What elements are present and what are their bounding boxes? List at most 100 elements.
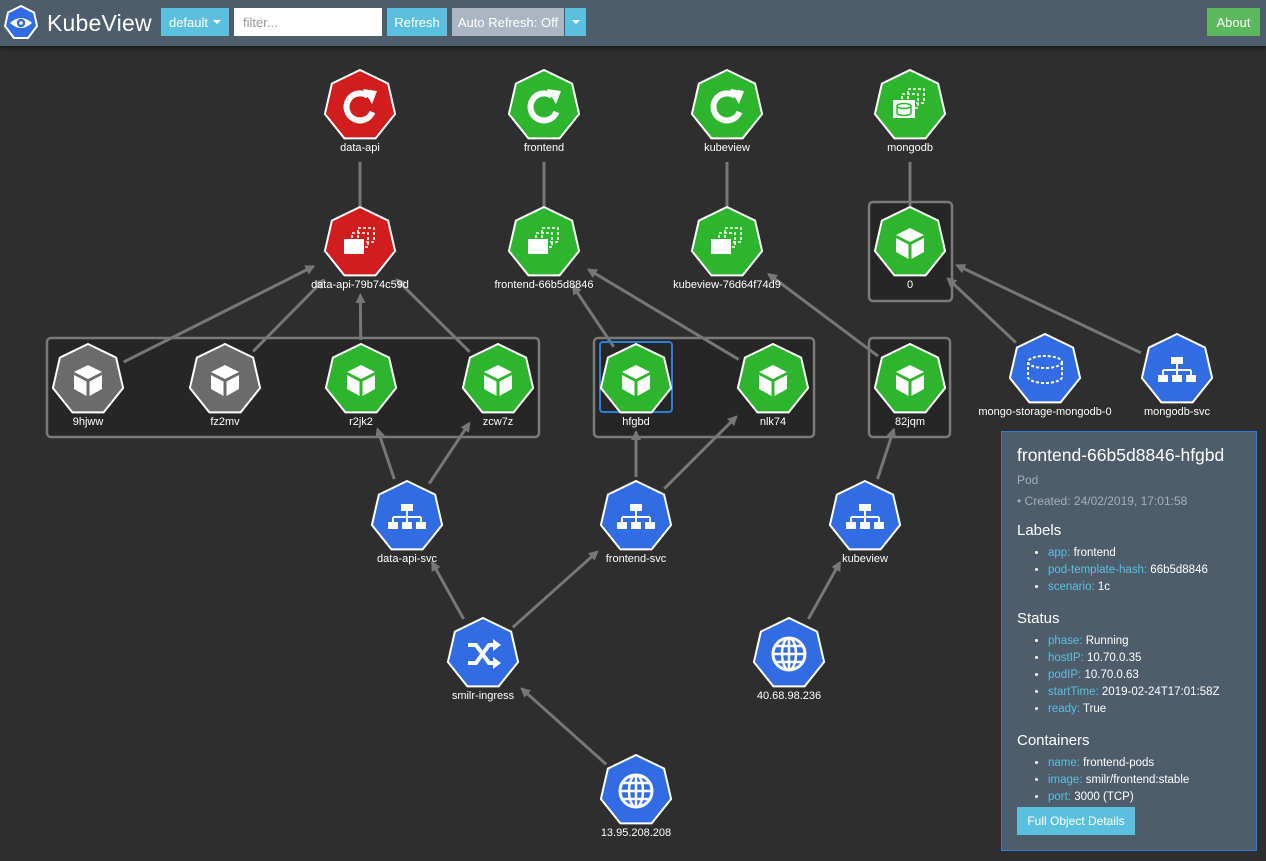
graph-node-replicaset[interactable]: kubeview-76d64f74d9	[673, 205, 781, 291]
graph-node-pod[interactable]: zcw7z	[461, 342, 535, 428]
node-label: data-api	[340, 142, 380, 154]
containers-list: name: frontend-pods image: smilr/fronten…	[1017, 755, 1241, 806]
node-label: mongodb	[887, 142, 933, 154]
statefulset-icon	[893, 88, 925, 118]
namespace-dropdown[interactable]: default	[161, 8, 229, 36]
list-item: phase: Running	[1048, 633, 1241, 650]
node-label: data-api-79b74c59d	[311, 279, 409, 291]
edge-svc-kubeview-ip-40	[807, 560, 842, 620]
node-label: kubeview	[704, 142, 750, 154]
cube-icon	[896, 228, 924, 259]
node-shape	[690, 68, 764, 140]
node-label: zcw7z	[483, 416, 514, 428]
edge-pod-mongo-0-svc-mongodb	[955, 263, 1142, 355]
resource-graph[interactable]: data-api frontend kubeview mongodb data-api-…	[0, 46, 1266, 861]
full-object-details-button[interactable]: Full Object Details	[1017, 807, 1135, 835]
cube-icon	[759, 365, 787, 396]
list-item: hostIP: 10.70.0.35	[1048, 650, 1241, 667]
cube-icon	[896, 365, 924, 396]
panel-created: • Created: 24/02/2019, 17:01:58	[1017, 494, 1188, 508]
shuffle-icon	[468, 639, 501, 669]
graph-node-ip[interactable]: 13.95.208.208	[599, 753, 673, 839]
replicaset-stack-icon	[711, 227, 742, 254]
edge-svc-frontend-ing-smilr	[511, 550, 599, 629]
graph-node-pod[interactable]: fz2mv	[188, 342, 262, 428]
node-label: r2jk2	[349, 416, 373, 428]
edge-pod-82jqm-svc-kubeview	[876, 427, 897, 480]
namespace-label: default	[168, 14, 209, 30]
graph-node-pod[interactable]: nlk74	[736, 342, 810, 428]
list-item: image: smilr/frontend:stable	[1048, 772, 1241, 789]
node-label: 82jqm	[895, 416, 925, 428]
network-tree-icon	[846, 504, 884, 529]
panel-type: Pod	[1017, 473, 1039, 487]
auto-refresh-dropdown-toggle[interactable]	[565, 8, 586, 36]
graph-node-deployment[interactable]: kubeview	[690, 68, 764, 154]
node-label: frontend-66b5d8846	[494, 279, 593, 291]
node-label: kubeview	[842, 553, 888, 565]
graph-node-deployment[interactable]: frontend	[507, 68, 581, 154]
node-label: mongodb-svc	[1144, 406, 1211, 418]
node-label: 13.95.208.208	[601, 827, 671, 839]
graph-node-deployment[interactable]: data-api	[323, 68, 397, 154]
refresh-button[interactable]: Refresh	[387, 8, 447, 36]
graph-node-service[interactable]: frontend-svc	[599, 479, 673, 565]
graph-node-ingress[interactable]: smilr-ingress	[446, 616, 520, 702]
node-label: frontend-svc	[606, 553, 667, 565]
details-panel: frontend-66b5d8846-hfgbd Pod • Created: …	[1001, 431, 1257, 851]
list-item: scenario: 1c	[1048, 579, 1241, 596]
node-label: hfgbd	[622, 416, 650, 428]
edge-svc-data-api-ing-smilr	[430, 560, 465, 620]
node-label: data-api-svc	[377, 553, 437, 565]
eye-logo-icon	[4, 5, 38, 39]
edge-rs-data-api-pod-zcw7z	[395, 278, 471, 353]
auto-refresh-button[interactable]: Auto Refresh: Off	[452, 8, 564, 36]
graph-node-pod[interactable]: 0	[873, 205, 947, 291]
graph-node-statefulset[interactable]: mongodb	[873, 68, 947, 154]
list-item: ready: True	[1048, 701, 1241, 718]
edge-rs-frontend-pod-hfgbd	[571, 284, 615, 348]
status-heading: Status	[1017, 610, 1060, 627]
panel-title: frontend-66b5d8846-hfgbd	[1017, 445, 1225, 465]
cube-icon	[74, 365, 102, 396]
chevron-down-icon	[213, 20, 222, 24]
status-list: phase: Running hostIP: 10.70.0.35 podIP:…	[1017, 633, 1241, 718]
graph-node-pod[interactable]: r2jk2	[324, 342, 398, 428]
about-button[interactable]: About	[1207, 8, 1260, 36]
node-label: kubeview-76d64f74d9	[673, 279, 781, 291]
edge-rs-frontend-pod-nlk74	[586, 268, 740, 361]
replicaset-stack-icon	[344, 227, 375, 254]
graph-node-pvc[interactable]: mongo-storage-mongodb-0	[978, 332, 1112, 418]
node-label: 9hjww	[73, 416, 104, 428]
node-label: 40.68.98.236	[757, 690, 821, 702]
node-label: fz2mv	[210, 416, 240, 428]
graph-node-service[interactable]: mongodb-svc	[1140, 332, 1214, 418]
graph-node-replicaset[interactable]: frontend-66b5d8846	[494, 205, 594, 291]
labels-heading: Labels	[1017, 522, 1062, 539]
chevron-down-icon	[571, 20, 580, 24]
labels-list: app: frontend pod-template-hash: 66b5d88…	[1017, 545, 1241, 596]
graph-node-replicaset[interactable]: data-api-79b74c59d	[311, 205, 409, 291]
edge-pod-r2jk2-svc-data-api	[375, 427, 396, 480]
graph-node-service[interactable]: kubeview	[828, 479, 902, 565]
graph-node-pod[interactable]: hfgbd	[599, 341, 673, 428]
list-item: name: frontend-pods	[1048, 755, 1241, 772]
cube-icon	[622, 365, 650, 396]
list-item: pod-template-hash: 66b5d8846	[1048, 562, 1241, 579]
list-item: podIP: 10.70.0.63	[1048, 667, 1241, 684]
filter-input[interactable]	[234, 8, 382, 36]
storage-volume-icon	[1027, 355, 1063, 384]
edge-rs-data-api-pod-9hjww	[123, 265, 316, 364]
pod-group-box	[45, 336, 541, 439]
brand-name: KubeView	[47, 9, 152, 36]
graph-node-ip[interactable]: 40.68.98.236	[752, 616, 826, 702]
refresh-icon	[343, 89, 377, 124]
node-shape	[1008, 332, 1082, 404]
brand[interactable]: KubeView	[4, 5, 152, 41]
node-label: nlk74	[760, 416, 786, 428]
graph-node-pod[interactable]: 82jqm	[873, 342, 947, 428]
graph-node-service[interactable]: data-api-svc	[370, 479, 444, 565]
graph-node-pod[interactable]: 9hjww	[51, 342, 125, 428]
node-shape	[507, 68, 581, 140]
node-label: mongo-storage-mongodb-0	[978, 406, 1111, 418]
